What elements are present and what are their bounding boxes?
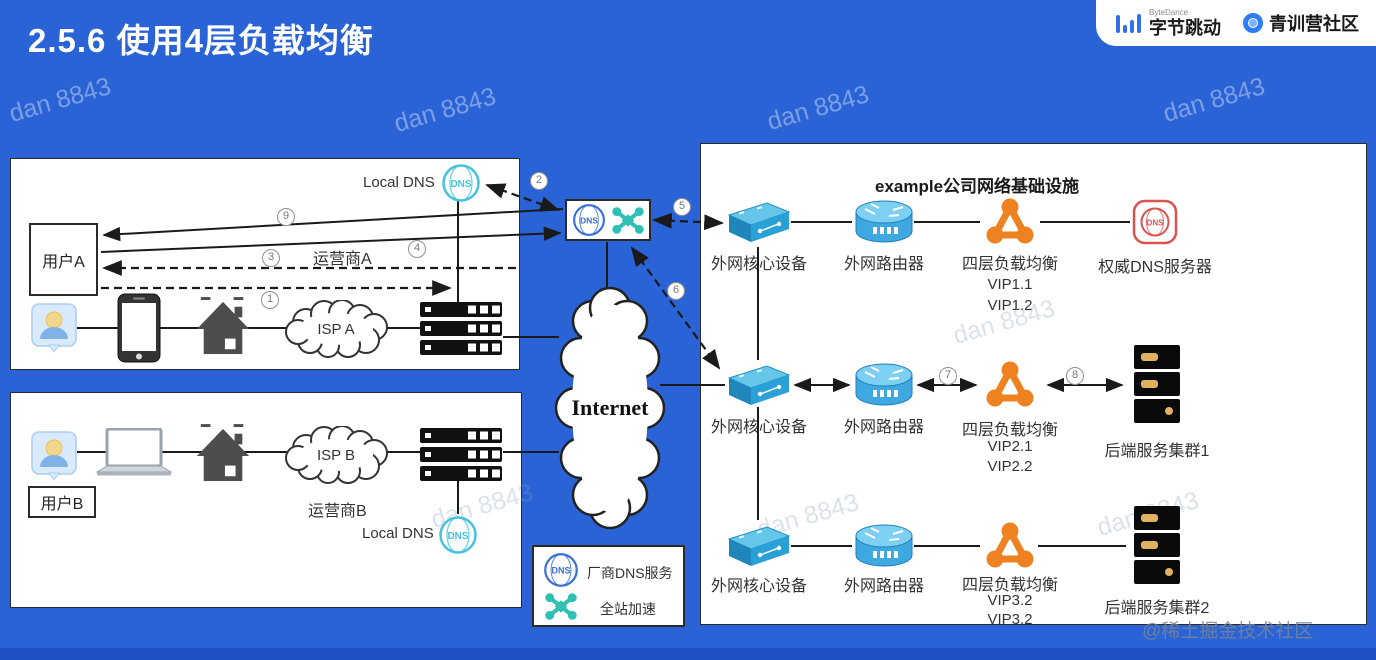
watermark: dan 8843 — [391, 82, 499, 138]
vip-label: VIP1.2 — [987, 297, 1033, 314]
isp-a-cloud: ISP A — [285, 300, 388, 358]
internet-cloud: Internet — [554, 286, 666, 530]
step-2: 2 — [530, 172, 548, 190]
svg-text:ISP A: ISP A — [317, 321, 354, 338]
core-switch-icon — [727, 202, 791, 242]
router-label-3: 外网路由器 — [843, 578, 924, 595]
isp-b-cloud: ISP B — [285, 426, 388, 484]
legend-acceleration-label: 全站加速 — [600, 601, 656, 617]
local-dns-icon-a: DNS — [442, 164, 480, 202]
carrier-a-label: 运营商A — [313, 251, 372, 268]
backend-cluster-icon — [1134, 506, 1180, 584]
house-icon — [196, 297, 250, 355]
user-b-label: 用户B — [40, 496, 84, 513]
vip-label: VIP2.1 — [987, 438, 1033, 455]
svg-text:DNS: DNS — [580, 215, 598, 225]
watermark: dan 8843 — [764, 80, 872, 136]
step-6: 6 — [667, 282, 685, 300]
svg-text:DNS: DNS — [551, 566, 570, 576]
acceleration-icon — [612, 207, 644, 234]
user-a-box: 用户A — [29, 223, 98, 296]
load-balancer-icon — [986, 361, 1034, 407]
backend-cluster-label: 后端服务集群1 — [1104, 443, 1210, 460]
core-label-1: 外网核心设备 — [710, 256, 807, 273]
step-9: 9 — [277, 208, 295, 226]
router-icon — [855, 363, 913, 406]
lb-label-2: 四层负载均衡 — [961, 422, 1058, 439]
logo-bar: ByteDance 字节跳动 青训营社区 — [1096, 0, 1376, 46]
authoritative-dns-icon: DNS — [1132, 199, 1178, 245]
server-rack-icon-a — [420, 302, 502, 355]
local-dns-label-a: Local DNS — [363, 174, 435, 191]
community-label: 青训营社区 — [1269, 14, 1359, 34]
watermark: dan 8843 — [1160, 72, 1268, 128]
community-logo-icon — [1243, 13, 1263, 33]
user-avatar-icon — [31, 303, 77, 353]
phone-icon — [117, 293, 161, 363]
vendor-dns-icon: DNS — [573, 204, 605, 236]
load-balancer-icon — [986, 198, 1034, 244]
vip-label: VIP1.1 — [987, 276, 1033, 293]
legend-acceleration-icon — [545, 593, 577, 620]
company-title: example公司网络基础设施 — [875, 177, 1080, 196]
svg-text:DNS: DNS — [450, 179, 471, 190]
vip-label: VIP3.2 — [987, 611, 1033, 628]
vip-label: VIP2.2 — [987, 458, 1033, 475]
backend-cluster-icon — [1134, 345, 1180, 423]
house-icon — [196, 424, 250, 482]
auth-dns-label: 权威DNS服务器 — [1098, 259, 1212, 276]
watermark: dan 8843 — [6, 72, 114, 128]
step-8: 8 — [1066, 367, 1084, 385]
svg-text:DNS: DNS — [447, 531, 468, 542]
bytedance-en-label: ByteDance — [1149, 8, 1189, 17]
svg-text:DNS: DNS — [1147, 219, 1165, 228]
step-1: 1 — [261, 291, 279, 309]
vip-label: VIP3.2 — [987, 592, 1033, 609]
local-dns-icon-b: DNS — [439, 516, 477, 554]
svg-text:ISP B: ISP B — [317, 447, 355, 464]
user-a-label: 用户A — [42, 253, 85, 271]
step-4: 4 — [408, 240, 426, 258]
carrier-b-label: 运营商B — [308, 503, 367, 520]
router-label-1: 外网路由器 — [843, 256, 924, 273]
lb-label-1: 四层负载均衡 — [961, 256, 1058, 273]
server-rack-icon-b — [420, 428, 502, 481]
core-switch-icon — [727, 365, 791, 405]
svg-text:Internet: Internet — [572, 395, 650, 420]
core-switch-icon — [727, 526, 791, 566]
bottom-strip — [0, 648, 1376, 660]
bytedance-logo-icon — [1116, 13, 1141, 33]
local-dns-label-b: Local DNS — [362, 525, 434, 542]
load-balancer-icon — [986, 522, 1034, 568]
legend-dns-label: 厂商DNS服务 — [587, 565, 673, 581]
core-label-2: 外网核心设备 — [710, 419, 807, 436]
legend-dns-icon: DNS — [544, 553, 578, 587]
step-7: 7 — [939, 367, 957, 385]
backend-cluster-label: 后端服务集群2 — [1104, 600, 1210, 617]
step-5: 5 — [673, 198, 691, 216]
user-b-box: 用户B — [28, 486, 96, 518]
router-icon — [855, 200, 913, 243]
core-label-3: 外网核心设备 — [710, 578, 807, 595]
step-3: 3 — [262, 249, 280, 267]
lb-label-3: 四层负载均衡 — [961, 577, 1058, 594]
laptop-icon — [95, 428, 173, 476]
footer-watermark: @稀土掘金技术社区 — [1142, 621, 1314, 642]
bytedance-cn-label: 字节跳动 — [1149, 18, 1221, 38]
page-title: 2.5.6 使用4层负载均衡 — [28, 22, 374, 59]
router-label-2: 外网路由器 — [843, 419, 924, 436]
router-icon — [855, 524, 913, 567]
user-avatar-icon — [31, 431, 77, 481]
